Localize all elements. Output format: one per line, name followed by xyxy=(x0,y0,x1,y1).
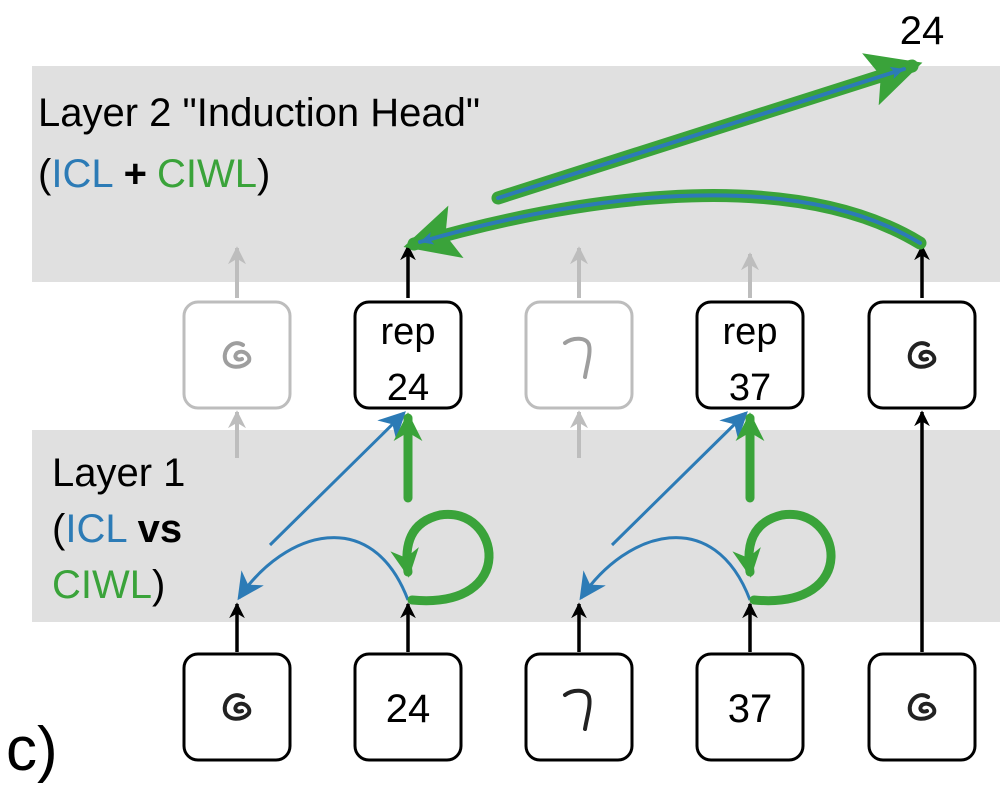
icl-diagonal-arrow xyxy=(610,411,748,547)
middle-token-2: rep 24 xyxy=(353,300,463,410)
bottom-token-3 xyxy=(524,652,634,762)
layer1-icl-label: ICL xyxy=(65,507,127,551)
icl-diagonal-arrow xyxy=(268,411,406,547)
token-box xyxy=(353,300,463,410)
layer2-ciwl-label: CIWL xyxy=(157,152,257,196)
black-arrows xyxy=(229,244,930,652)
token-label: 24 xyxy=(387,367,429,409)
panel-label: c) xyxy=(6,715,58,784)
layer1-band xyxy=(32,430,1000,622)
seven-handwritten-glyph xyxy=(563,688,592,731)
induction-lookback-arrow-core xyxy=(418,193,922,245)
ciwl-self-loop xyxy=(732,509,836,606)
bottom-token-1 xyxy=(182,652,292,762)
middle-token-3 xyxy=(524,300,634,410)
middle-token-4: rep 37 xyxy=(695,300,805,410)
layer1-ciwl-label: CIWL xyxy=(52,563,152,607)
layer2-title: Layer 2 "Induction Head" xyxy=(38,91,480,135)
token-label: 37 xyxy=(728,687,773,731)
bottom-token-4: 37 xyxy=(695,652,805,762)
layer2-induction-arrows xyxy=(403,53,927,259)
token-box xyxy=(695,300,805,410)
token-boxes: rep 24 rep 37 24 37 xyxy=(182,300,977,762)
token-label: rep xyxy=(381,311,436,353)
layer1-subtitle-b: CIWL) xyxy=(52,563,165,607)
token-box xyxy=(353,652,463,762)
spiral-handwritten-glyph xyxy=(907,341,937,369)
middle-token-5 xyxy=(867,300,977,410)
token-box xyxy=(695,652,805,762)
induction-output-arrow-core xyxy=(496,66,906,200)
token-label: rep xyxy=(723,311,778,353)
token-label: 37 xyxy=(729,367,771,409)
layer1-title: Layer 1 xyxy=(52,451,185,495)
layer2-icl-label: ICL xyxy=(51,152,113,196)
spiral-handwritten-glyph xyxy=(222,693,252,721)
output-token: 24 xyxy=(900,9,945,53)
token-box xyxy=(524,300,634,410)
layer2-subtitle: (ICL+CIWL) xyxy=(38,152,270,196)
bottom-token-2: 24 xyxy=(353,652,463,762)
layer2-band xyxy=(32,66,1000,282)
layer1-ciwl-arrows xyxy=(390,412,836,606)
spiral-handwritten-glyph xyxy=(907,693,937,721)
token-box xyxy=(524,652,634,762)
seven-handwritten-glyph xyxy=(563,336,592,379)
faded-arrows xyxy=(228,246,759,458)
spiral-handwritten-glyph xyxy=(222,341,252,369)
ciwl-self-loop xyxy=(390,509,494,606)
token-label: 24 xyxy=(386,687,431,731)
middle-token-1 xyxy=(182,300,292,410)
bottom-token-5 xyxy=(867,652,977,762)
